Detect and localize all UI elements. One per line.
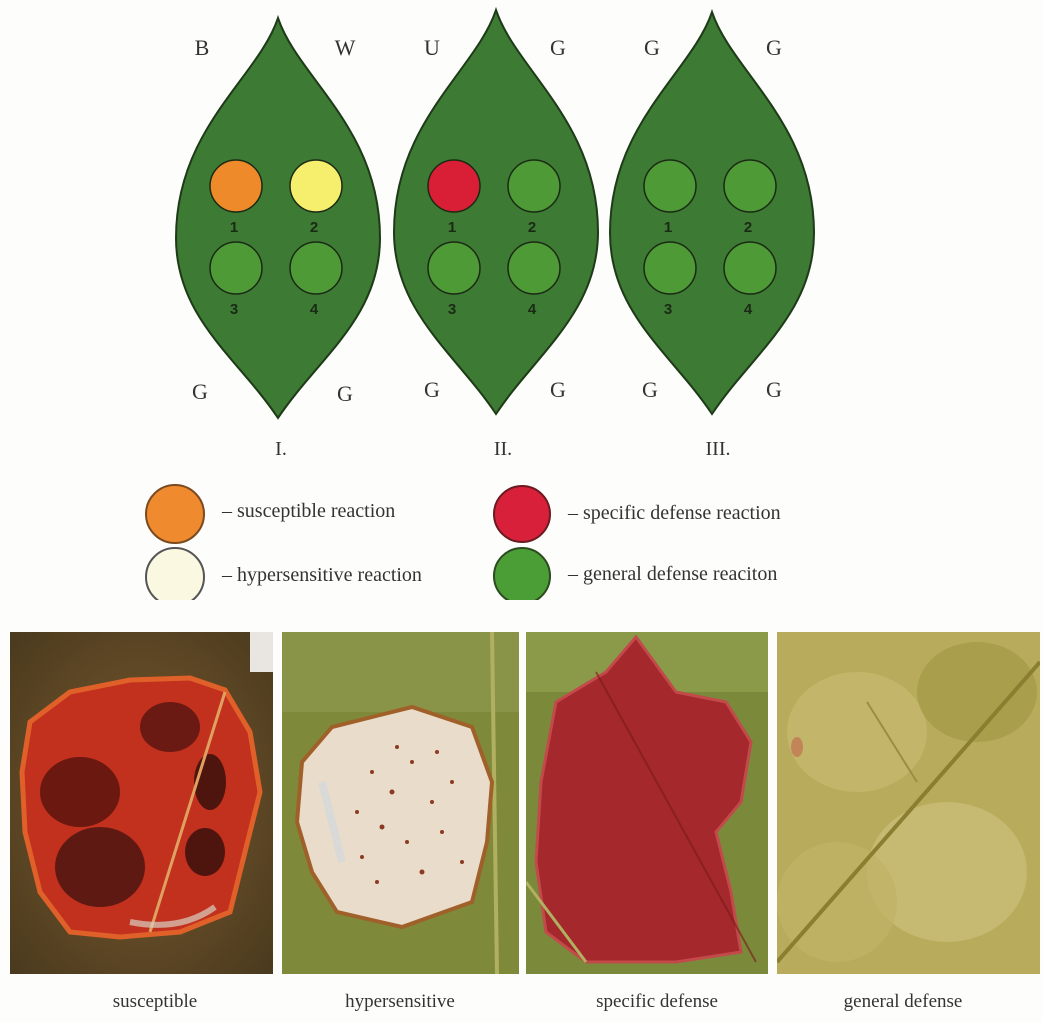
legend-hypersensitive: – hypersensitive reaction: [222, 564, 422, 587]
caption-general-defense: general defense: [783, 991, 1023, 1013]
legend-swatch-hypersensitive: [146, 548, 204, 600]
leaf-1-spot-3-label: 3: [230, 301, 238, 318]
leaf-diagram: 1 2 3 4 1 2 3 4 1 2 3 4: [0, 0, 1043, 480]
leaf-3-spot-4-label: 4: [744, 301, 753, 318]
leaf-3-spot-4: [724, 242, 776, 294]
leaf-2-spot-3-label: 3: [448, 301, 456, 318]
leaf-2-top-left-label: U: [420, 36, 444, 60]
caption-specific-defense: specific defense: [537, 991, 777, 1013]
photo-hypersensitive: [282, 632, 519, 974]
legend-general: – general defense reaciton: [568, 563, 777, 586]
leaf-2-bottom-right-label: G: [546, 378, 570, 402]
leaf-1-spot-4-label: 4: [310, 301, 319, 318]
caption-susceptible: susceptible: [35, 991, 275, 1013]
leaf-1-top-right-label: W: [333, 36, 357, 60]
leaf-3-top-right-label: G: [762, 36, 786, 60]
leaf-3-bottom-right-label: G: [762, 378, 786, 402]
legend-swatch-general: [494, 548, 550, 600]
leaf-1-spot-2-label: 2: [310, 219, 318, 236]
leaf-2-bottom-left-label: G: [420, 378, 444, 402]
photo-general-defense: [777, 632, 1040, 974]
leaf-1-spot-4: [290, 242, 342, 294]
leaf-1-spot-2: [290, 160, 342, 212]
legend-specific: – specific defense reaction: [568, 502, 781, 525]
leaf-2-spot-1: [428, 160, 480, 212]
leaf-3-spot-3-label: 3: [664, 301, 672, 318]
legend-swatches: [0, 470, 1043, 600]
leaf-1-spot-1: [210, 160, 262, 212]
leaf-2-label: II.: [473, 438, 533, 461]
leaf-2-spot-2: [508, 160, 560, 212]
leaf-2-spot-3: [428, 242, 480, 294]
leaf-3-spot-1: [644, 160, 696, 212]
legend-swatch-specific: [494, 486, 550, 542]
leaf-3-spot-2: [724, 160, 776, 212]
leaf-1-spot-1-label: 1: [230, 219, 238, 236]
photo-specific-defense: [526, 632, 768, 974]
photo-susceptible: [10, 632, 273, 974]
leaf-2-spot-4-label: 4: [528, 301, 537, 318]
leaf-3-bottom-left-label: G: [638, 378, 662, 402]
leaf-1-spot-3: [210, 242, 262, 294]
leaf-3-top-left-label: G: [640, 36, 664, 60]
leaf-3-spot-1-label: 1: [664, 219, 672, 236]
legend-susceptible: – susceptible reaction: [222, 500, 395, 523]
leaf-3-label: III.: [688, 438, 748, 461]
leaf-1: [176, 18, 380, 418]
leaf-2-spot-4: [508, 242, 560, 294]
leaf-1-bottom-left-label: G: [188, 380, 212, 404]
leaf-1-top-left-label: B: [190, 36, 214, 60]
leaf-1-label: I.: [251, 438, 311, 461]
leaf-1-bottom-right-label: G: [333, 382, 357, 406]
leaf-3-spot-2-label: 2: [744, 219, 752, 236]
leaf-3: [610, 12, 814, 414]
caption-hypersensitive: hypersensitive: [280, 991, 520, 1013]
leaf-3-spot-3: [644, 242, 696, 294]
leaf-2: [394, 10, 598, 414]
leaf-2-top-right-label: G: [546, 36, 570, 60]
legend-swatch-susceptible: [146, 485, 204, 543]
leaf-2-spot-1-label: 1: [448, 219, 456, 236]
leaf-2-spot-2-label: 2: [528, 219, 536, 236]
